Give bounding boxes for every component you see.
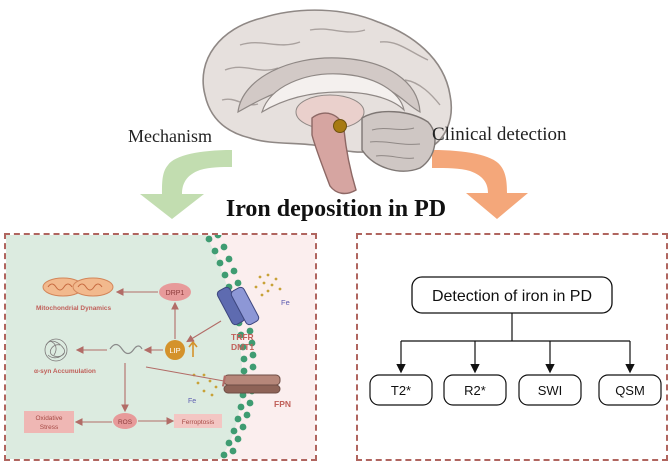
mechanism-arrows (74, 288, 227, 426)
trfr-dmt1-transporter-icon (216, 286, 260, 326)
mitochondrion-icon (42, 277, 114, 297)
mito-dynamics-label: Mitochondrial Dynamics (36, 305, 112, 312)
mechanism-arrow (140, 150, 232, 219)
fpn-transporter-icon (223, 374, 281, 394)
figure-title: Iron deposition in PD (225, 196, 447, 222)
brain-illustration (202, 9, 452, 195)
ros-label: ROS (118, 419, 133, 426)
detection-method-t2: T2* (369, 374, 433, 406)
ros-node (113, 413, 137, 429)
ferroptosis-box (174, 414, 222, 428)
fe-label-bottom: Fe (188, 398, 196, 405)
fe-label-top: Fe (281, 298, 290, 307)
mechanism-label: Mechanism (128, 126, 212, 146)
oxidative-label-1: Oxidative (35, 415, 62, 422)
top-illustration (140, 9, 528, 219)
drp1-node (159, 283, 191, 301)
fpn-label: FPN (274, 399, 291, 409)
ferroptosis-label: Ferroptosis (182, 419, 215, 426)
clinical-arrow (432, 150, 528, 219)
method-label: R2* (464, 383, 486, 398)
method-label: T2* (391, 383, 411, 398)
drp1-label: DRP1 (166, 290, 185, 297)
method-label: QSM (615, 383, 645, 398)
detection-tree: Detection of iron in PD T2* R2* SWI QSM (369, 276, 662, 406)
lip-node (165, 340, 185, 360)
dmt1-label: DMT1 (231, 342, 254, 352)
detection-root-label: Detection of iron in PD (432, 288, 592, 305)
lip-label: LIP (169, 346, 180, 355)
iron-particles-bottom-icon (192, 373, 218, 397)
iron-particles-top-icon (254, 273, 282, 297)
clinical-detection-panel (356, 233, 668, 461)
method-label: SWI (538, 383, 563, 398)
mechanism-panel (4, 233, 317, 461)
detection-method-r2: R2* (443, 374, 507, 406)
mechanism-diagram: Fe Fe TRFR DMT1 FPN Mitochondrial Dynami… (6, 235, 315, 459)
trfr-label: TRFR (231, 332, 254, 342)
alpha-syn-aggregate-icon (44, 338, 68, 362)
clinical-detection-label: Clinical detection (432, 124, 567, 145)
oxidative-stress-box (24, 411, 74, 433)
oxidative-label-2: Stress (40, 424, 59, 431)
detection-method-qsm: QSM (598, 374, 662, 406)
alpha-syn-monomer-icon (109, 343, 143, 355)
asyn-label: α-syn Accumulation (34, 368, 96, 375)
detection-connectors (396, 313, 635, 374)
detection-method-swi: SWI (518, 374, 582, 406)
